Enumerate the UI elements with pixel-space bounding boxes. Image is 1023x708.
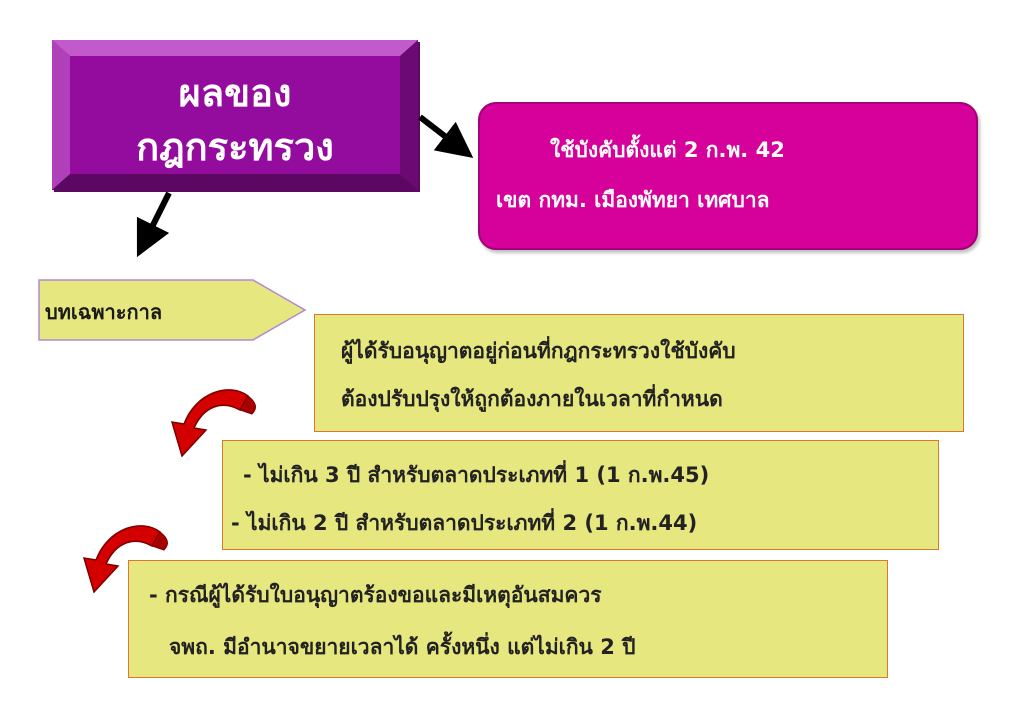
title-line-2: กฎกระทรวง — [136, 125, 334, 169]
arrow-to-transition-label — [136, 191, 172, 258]
deadline-market-type-2: - ไม่เกิน 2 ปี สำหรับตลาดประเภทที่ 2 (1 … — [231, 511, 698, 535]
curved-arrow-2-icon — [82, 525, 168, 594]
transition-label: บทเฉพาะกาล — [45, 300, 163, 324]
arrow-to-effective-box — [418, 114, 474, 158]
extension-line-1: - กรณีผู้ได้รับใบอนุญาตร้องขอและมีเหตุอั… — [149, 583, 602, 607]
existing-licensees-line-2: ต้องปรับปรุงให้ถูกต้องภายในเวลาที่กำหนด — [341, 387, 723, 411]
effective-date-box: ใช้บังคับตั้งแต่ 2 ก.พ. 42 เขต กทม. เมือ… — [478, 102, 978, 250]
curved-arrow-1-icon — [170, 389, 256, 458]
title-box: ผลของ กฎกระทรวง — [52, 40, 418, 190]
existing-licensees-line-1: ผู้ได้รับอนุญาตอยู่ก่อนที่กฎกระทรวงใช้บั… — [341, 339, 736, 363]
deadline-market-type-1: - ไม่เกิน 3 ปี สำหรับตลาดประเภทที่ 1 (1 … — [243, 463, 710, 487]
transition-label-shape — [38, 279, 307, 341]
effective-date-line: ใช้บังคับตั้งแต่ 2 ก.พ. 42 — [550, 138, 785, 162]
existing-licensees-box: ผู้ได้รับอนุญาตอยู่ก่อนที่กฎกระทรวงใช้บั… — [314, 314, 964, 432]
deadlines-box: - ไม่เกิน 3 ปี สำหรับตลาดประเภทที่ 1 (1 … — [222, 440, 939, 550]
extension-line-2: จพถ. มีอำนาจขยายเวลาได้ ครั้งหนึ่ง แต่ไม… — [169, 635, 636, 659]
title-bevel — [52, 40, 418, 190]
effective-area-line: เขต กทม. เมืองพัทยา เทศบาล — [496, 188, 770, 212]
title-line-1: ผลของ — [178, 71, 292, 115]
extension-box: - กรณีผู้ได้รับใบอนุญาตร้องขอและมีเหตุอั… — [128, 560, 888, 678]
